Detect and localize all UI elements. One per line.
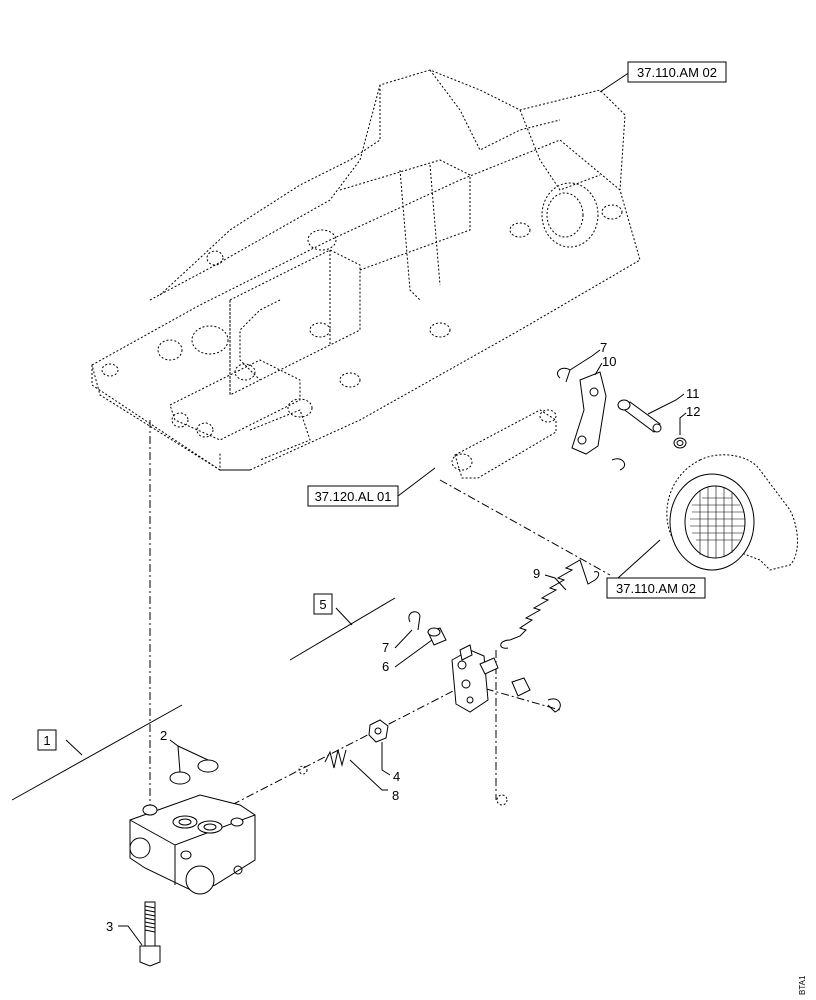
lever-plate — [451, 644, 499, 713]
ref-label-top: 37.110.AM 02 — [637, 65, 717, 80]
lift-link-phantom — [451, 409, 557, 479]
group-box-5[interactable]: 5 — [313, 593, 333, 615]
tension-spring-9 — [500, 559, 600, 649]
group-label-1: 1 — [43, 733, 50, 748]
leader-lines — [11, 71, 687, 946]
washer-left — [298, 765, 308, 775]
item-label-11[interactable]: 11 — [686, 386, 700, 401]
item-label-10[interactable]: 10 — [602, 354, 616, 369]
item-label-12[interactable]: 12 — [686, 404, 700, 419]
pin-11 — [617, 399, 662, 433]
circlip-right — [547, 698, 561, 713]
ref-box-right[interactable]: 37.110.AM 02 — [606, 577, 706, 599]
bolt — [139, 901, 161, 967]
item-label-8[interactable]: 8 — [392, 788, 399, 803]
washer-right — [496, 794, 508, 806]
item-label-2[interactable]: 2 — [160, 728, 167, 743]
o-ring-2 — [197, 759, 219, 773]
ref-label-mid: 37.120.AL 01 — [315, 489, 392, 504]
circlip-7-lower — [408, 611, 421, 631]
o-ring-1 — [169, 771, 191, 785]
circlip-7-upper — [556, 367, 571, 383]
control-valve-block — [129, 794, 256, 895]
ref-box-top[interactable]: 37.110.AM 02 — [627, 61, 727, 83]
bushing-right — [511, 677, 531, 697]
item-label-4[interactable]: 4 — [393, 769, 400, 784]
lift-housing-phantom — [91, 69, 641, 471]
centerline-link-spring — [439, 479, 611, 576]
ref-label-right: 37.110.AM 02 — [616, 581, 696, 596]
item-label-9[interactable]: 9 — [533, 566, 540, 581]
item-label-7-lower[interactable]: 7 — [382, 640, 389, 655]
spring-8 — [324, 749, 347, 769]
item-label-7-upper[interactable]: 7 — [600, 340, 607, 355]
circlip-lower-right — [611, 458, 625, 471]
group-box-1[interactable]: 1 — [37, 729, 57, 751]
washer-12 — [673, 437, 687, 449]
watermark-code: BTA1 — [798, 975, 807, 995]
nut-4 — [368, 719, 389, 743]
group-label-5: 5 — [319, 597, 326, 612]
item-label-6[interactable]: 6 — [382, 659, 389, 674]
centerline-valve-plate — [217, 689, 456, 813]
lever-10 — [571, 371, 607, 455]
nut-hole — [374, 727, 382, 735]
ref-box-mid[interactable]: 37.120.AL 01 — [307, 485, 399, 507]
rock-shaft-phantom — [666, 454, 798, 571]
item-label-3[interactable]: 3 — [106, 919, 113, 934]
